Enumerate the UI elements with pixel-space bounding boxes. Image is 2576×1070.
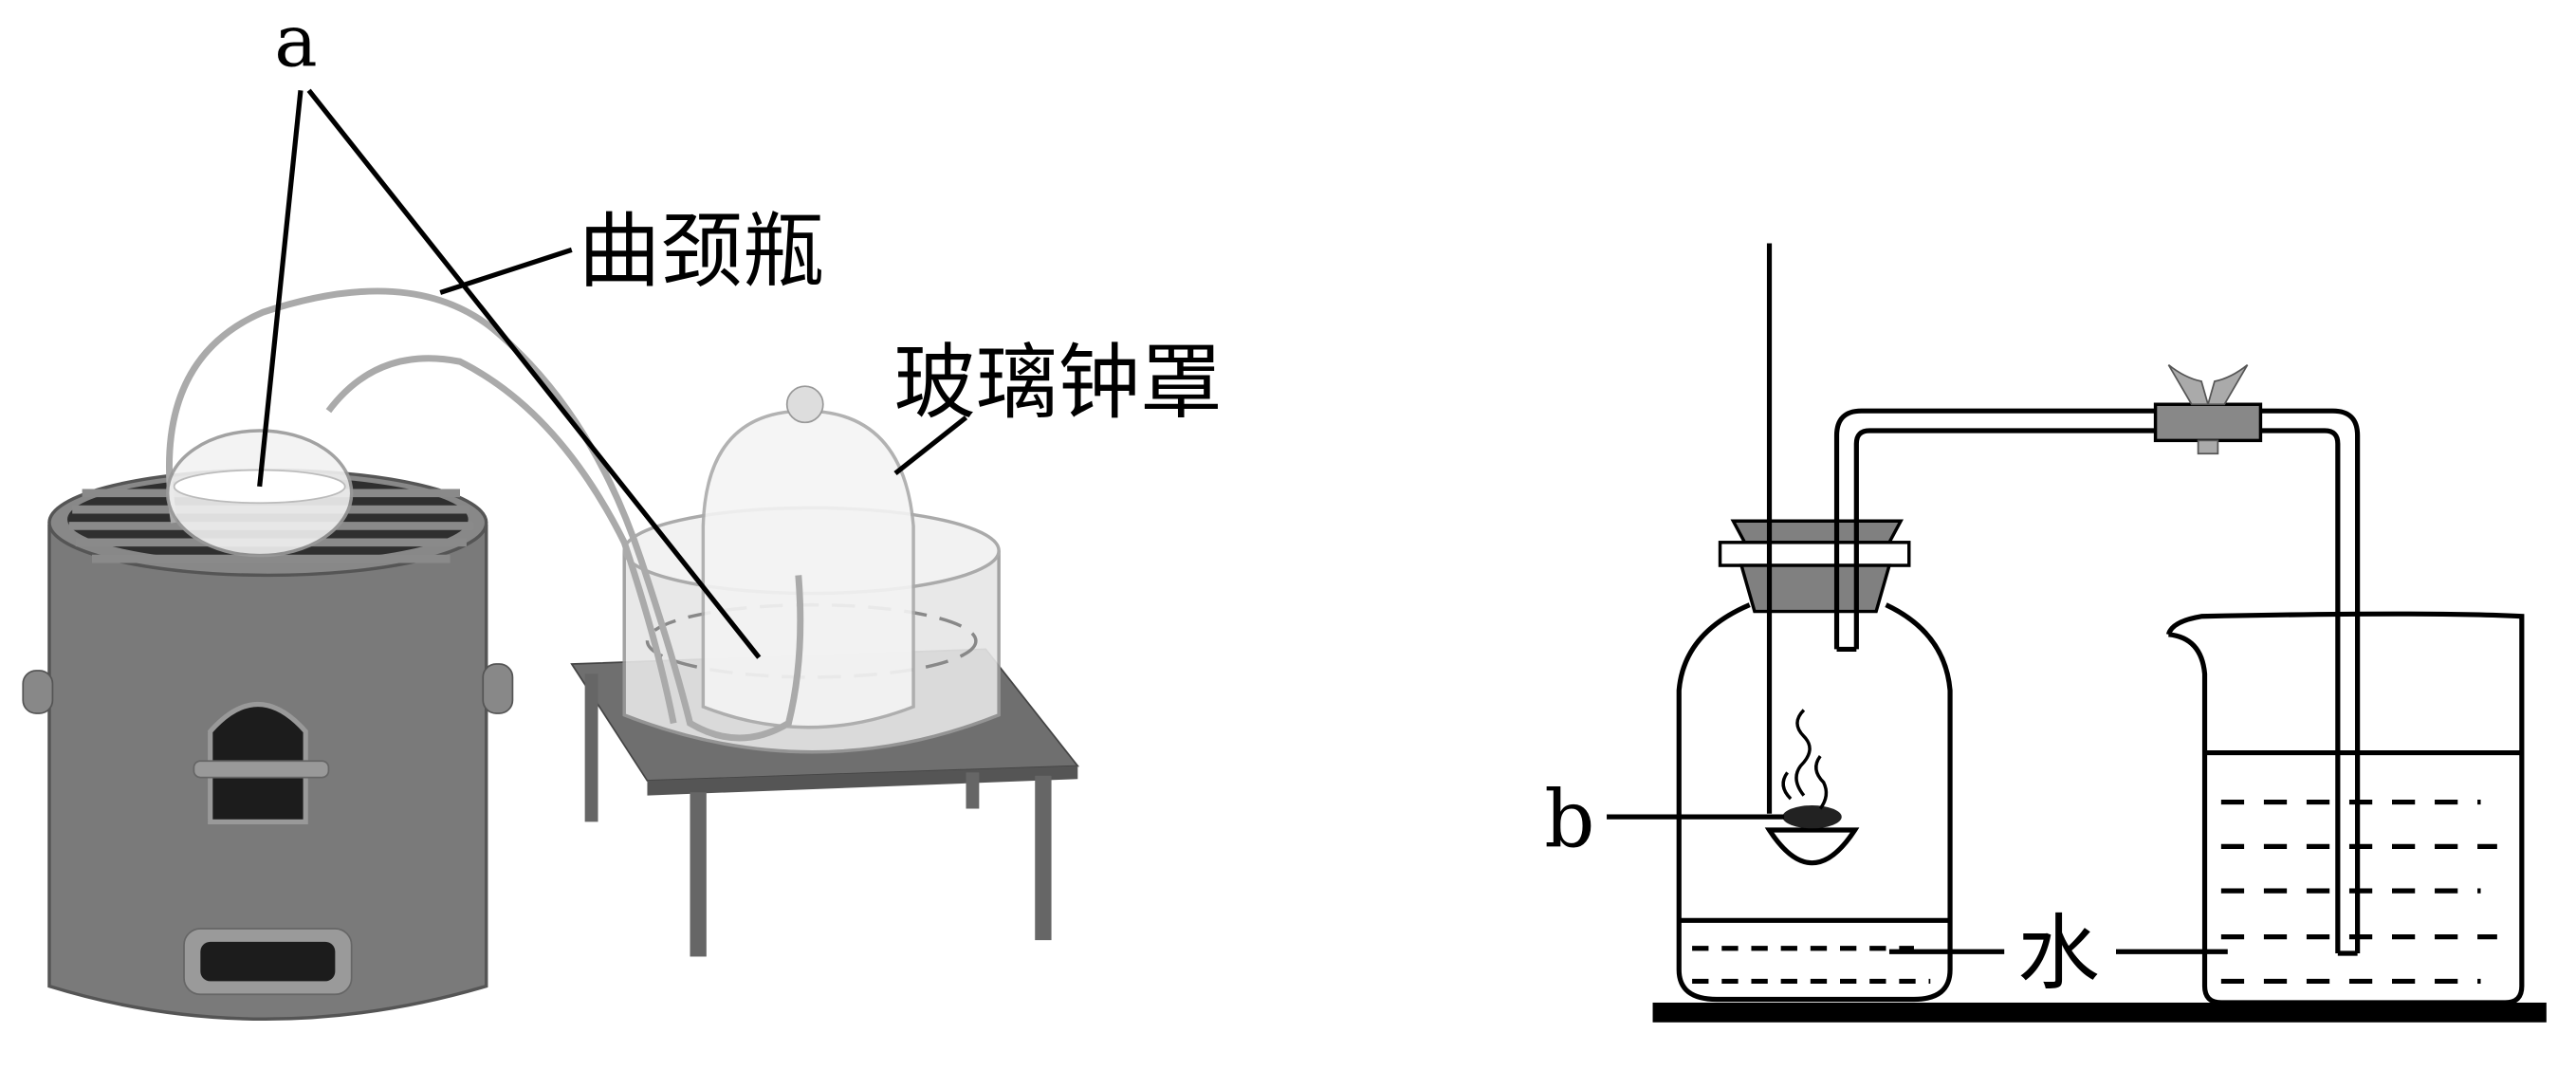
label-a: a xyxy=(274,0,317,83)
glass-tube xyxy=(1833,408,2361,956)
label-water: 水 xyxy=(2017,906,2100,1001)
leader-lines xyxy=(257,88,968,659)
retort-flask xyxy=(165,287,804,742)
bell-jar xyxy=(701,385,915,729)
leader-lines-right xyxy=(1607,814,2228,954)
combustion-spoon xyxy=(1764,827,1860,866)
smoke-icon xyxy=(1781,709,1829,810)
beaker xyxy=(2165,611,2525,1005)
burning-substance xyxy=(1782,805,1842,829)
clamp-icon xyxy=(2153,363,2263,455)
label-bell-jar: 玻璃钟罩 xyxy=(893,336,1222,431)
gas-jar xyxy=(1676,602,1953,1003)
label-b: b xyxy=(1544,773,1594,865)
rubber-stopper xyxy=(1718,519,1911,614)
label-retort-flask: 曲颈瓶 xyxy=(579,205,825,300)
base-plate xyxy=(1652,1002,2547,1023)
